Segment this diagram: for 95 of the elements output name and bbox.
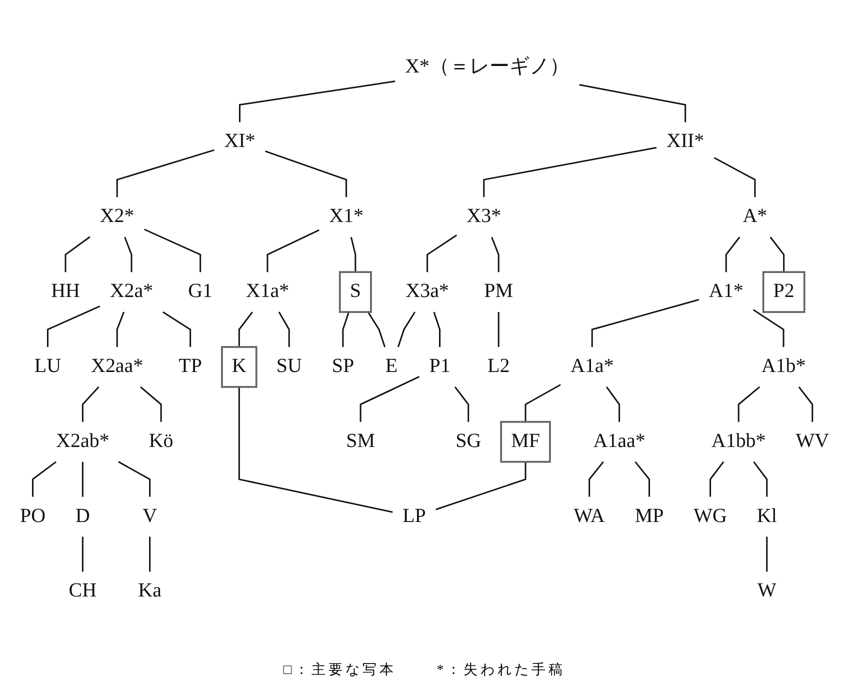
node-text: PM [484,280,514,302]
node-text: LU [34,356,62,377]
connector [634,461,650,497]
node-text: X1a* [246,280,290,302]
node-text: XII* [666,131,704,152]
node-text: X3a* [406,280,449,302]
connector [116,312,125,347]
connector [124,236,132,272]
connector [238,312,253,347]
connector [588,461,604,497]
connector [454,386,470,422]
node-text: Kö [148,430,174,452]
connector [766,536,768,572]
connector [725,236,740,272]
connector [118,461,151,497]
connector [82,536,84,572]
node-text: A1bb* [711,430,766,452]
node-text: G1 [188,280,213,302]
connector [738,386,760,422]
node-text: CH [68,580,97,602]
node-text: WV [796,430,830,452]
node-text: MP [634,506,664,527]
connector [367,312,386,348]
connector [714,157,756,198]
node-text: X2* [100,206,134,228]
connector [144,228,202,272]
node-text: X2a* [110,280,154,302]
node-text: L2 [488,356,510,377]
connector [238,80,396,122]
connector [278,312,290,347]
node-text: X2ab* [56,430,110,452]
node-text: P1 [429,356,450,377]
node-text: TP [178,356,202,377]
node-text: V [142,506,158,527]
node-text: X*（＝レーギノ） [405,56,570,78]
node-text: HH [51,280,80,302]
connector [82,386,100,422]
node-text: X3* [466,206,502,228]
node-text: WA [574,506,605,527]
node-text: A* [742,206,768,228]
connector [433,312,441,347]
connector [606,386,620,422]
node-text: SM [346,430,375,452]
connector [47,306,100,347]
node-text: PO [20,506,46,527]
node-text: A1aa* [593,430,646,452]
connector [426,234,458,272]
node-text: A1b* [761,356,806,377]
node-text: A1a* [570,356,614,377]
connector [350,236,356,272]
connector [436,462,526,510]
node-text: X2aa* [91,356,144,377]
node-box: S [338,271,372,313]
node-text: W [757,580,776,602]
connector [579,84,686,122]
node-text: LP [402,506,426,527]
node-text: E [385,356,398,377]
node-text: D [75,506,90,527]
node-text: Ka [138,580,162,602]
node-text: Kl [756,506,777,527]
connector [140,386,162,422]
node-text: SU [276,356,302,377]
connector [342,312,350,347]
connector [360,376,420,422]
connector [32,461,56,497]
node-text: X1* [329,206,364,228]
connector [524,384,561,422]
connector [397,312,416,348]
connector [64,236,90,272]
node-text: A1* [708,280,744,302]
node-box: K [221,346,258,388]
node-text: SG [456,430,482,452]
legend-note: *：失われた手稿 [436,661,566,679]
connector [82,462,84,497]
connector [591,298,700,347]
connector [798,386,814,422]
legend-note: □：主要な写本 [283,661,397,679]
connector [116,149,214,198]
node-text: SP [332,356,354,377]
node-text: WG [694,506,727,527]
connector [238,386,393,513]
node-box: P2 [762,271,806,313]
connector [162,311,192,347]
connector [265,150,348,198]
connector [266,229,320,272]
connector [753,461,768,497]
connector [483,146,657,198]
node-box: MF [500,420,551,463]
connector [770,236,785,272]
connector [752,309,784,347]
connector [149,536,151,572]
connector [710,461,724,497]
connector [491,236,500,272]
node-text: XI* [224,131,256,152]
connector [498,312,500,347]
